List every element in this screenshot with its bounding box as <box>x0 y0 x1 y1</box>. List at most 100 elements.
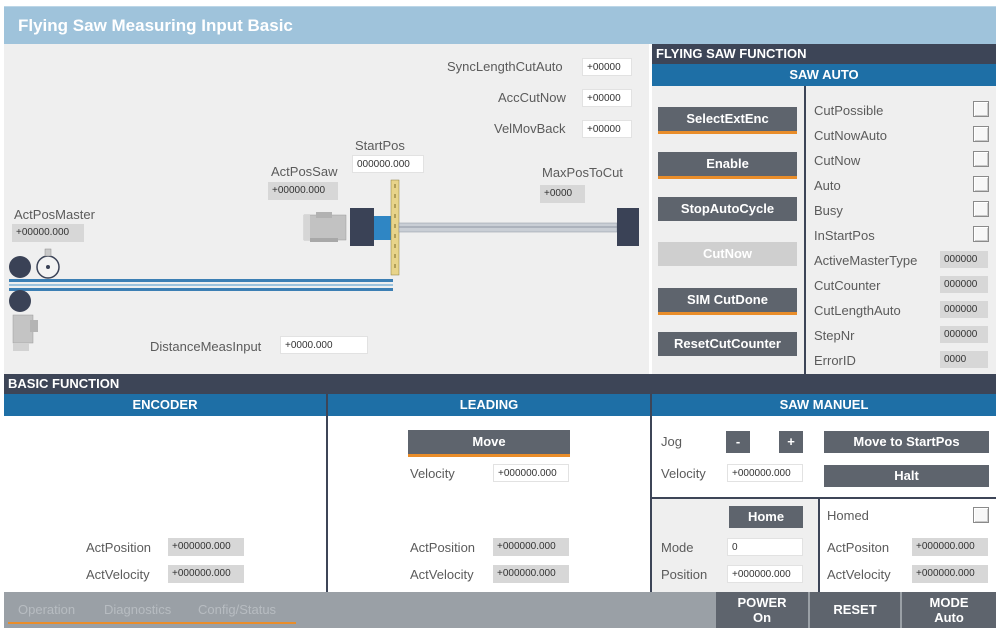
cut-now-auto-checkbox[interactable] <box>973 126 989 142</box>
roller-bottom-left <box>9 290 31 312</box>
leading-act-velocity-label: ActVelocity <box>410 567 474 582</box>
move-to-start-pos-button[interactable]: Move to StartPos <box>824 431 989 453</box>
mode-field[interactable]: 0 <box>727 538 803 556</box>
encoder-act-position-value: +000000.000 <box>168 538 244 556</box>
act-pos-saw-value: +00000.000 <box>268 182 338 200</box>
reset-cut-counter-button[interactable]: ResetCutCounter <box>658 332 797 356</box>
footer-tab-underline <box>8 622 296 624</box>
cut-length-auto-label: CutLengthAuto <box>814 303 901 318</box>
distance-field[interactable]: +0000.000 <box>280 336 368 354</box>
stop-auto-cycle-button[interactable]: StopAutoCycle <box>658 197 797 221</box>
enable-button[interactable]: Enable <box>658 152 797 179</box>
saw-auto-header: SAW AUTO <box>652 64 996 86</box>
status-label-cut-possible: CutPossible <box>814 103 884 118</box>
basic-function-header: BASIC FUNCTION <box>4 374 996 394</box>
auto-checkbox[interactable] <box>973 176 989 192</box>
saw-carriage <box>350 208 374 246</box>
title-bar: Flying Saw Measuring Input Basic <box>4 6 996 44</box>
manual-velocity-label: Velocity <box>661 466 706 481</box>
saw-rail <box>398 222 618 233</box>
jog-label: Jog <box>661 434 682 449</box>
conveyor-belt <box>9 279 393 282</box>
busy-checkbox[interactable] <box>973 201 989 217</box>
encoder-act-velocity-label: ActVelocity <box>86 567 150 582</box>
saw-motor <box>303 214 347 241</box>
manual-act-position-value: +000000.000 <box>912 538 988 556</box>
cut-possible-checkbox[interactable] <box>973 101 989 117</box>
leading-act-position-label: ActPosition <box>410 540 476 555</box>
reset-label: RESET <box>833 602 877 617</box>
power-button[interactable]: POWER On <box>716 592 808 628</box>
acc-cut-field[interactable]: +00000 <box>582 89 632 107</box>
home-button[interactable]: Home <box>729 506 803 528</box>
footer-tab-diagnostics[interactable]: Diagnostics <box>104 602 172 617</box>
max-pos-value: +0000 <box>540 185 585 203</box>
cut-counter-label: CutCounter <box>814 278 881 293</box>
cut-length-auto-value: 000000 <box>940 301 988 318</box>
status-label-auto: Auto <box>814 178 841 193</box>
step-nr-label: StepNr <box>814 328 855 343</box>
mode-button[interactable]: MODE Auto <box>902 592 996 628</box>
leading-header: LEADING <box>328 394 650 416</box>
mode-state: Auto <box>934 610 964 625</box>
saw-auto-buttons-panel <box>652 86 804 374</box>
status-label-busy: Busy <box>814 203 843 218</box>
manual-act-velocity-label: ActVelocity <box>827 567 891 582</box>
manual-velocity-field[interactable]: +000000.000 <box>727 464 803 482</box>
jog-plus-button[interactable]: + <box>779 431 803 453</box>
encoder-leading-divider <box>326 394 328 592</box>
status-label-cut-now-auto: CutNowAuto <box>814 128 887 143</box>
manual-act-velocity-value: +000000.000 <box>912 565 988 583</box>
leading-velocity-field[interactable]: +000000.000 <box>493 464 569 482</box>
act-pos-master-label: ActPosMaster <box>14 207 95 222</box>
jog-minus-button[interactable]: - <box>726 431 750 453</box>
act-pos-saw-label: ActPosSaw <box>271 164 338 179</box>
start-pos-field[interactable]: 000000.000 <box>352 155 424 173</box>
sim-cut-done-button[interactable]: SIM CutDone <box>658 288 797 315</box>
max-pos-label: MaxPosToCut <box>542 165 623 180</box>
move-button[interactable]: Move <box>408 430 570 457</box>
cut-now-checkbox[interactable] <box>973 151 989 167</box>
encoder-header: ENCODER <box>4 394 326 416</box>
select-ext-enc-button[interactable]: SelectExtEnc <box>658 107 797 134</box>
footer-tab-config-status[interactable]: Config/Status <box>198 602 277 617</box>
max-pos-stop <box>617 208 639 246</box>
homed-label: Homed <box>827 508 869 523</box>
footer-tab-operation[interactable]: Operation <box>18 602 76 617</box>
vel-mov-label: VelMovBack <box>494 121 566 136</box>
error-id-label: ErrorID <box>814 353 856 368</box>
error-id-value: 0000 <box>940 351 988 368</box>
saw-auto-divider <box>804 86 806 374</box>
halt-button[interactable]: Halt <box>824 465 989 487</box>
start-pos-label: StartPos <box>355 138 405 153</box>
in-start-pos-checkbox[interactable] <box>973 226 989 242</box>
encoder-act-velocity-value: +000000.000 <box>168 565 244 583</box>
distance-label: DistanceMeasInput <box>150 339 262 354</box>
leading-saw-divider <box>650 394 652 592</box>
leading-velocity-label: Velocity <box>410 466 455 481</box>
active-master-type-value: 000000 <box>940 251 988 268</box>
act-pos-master-value: +00000.000 <box>12 224 84 242</box>
status-label-cut-now: CutNow <box>814 153 861 168</box>
status-label-in-start-pos: InStartPos <box>814 228 875 243</box>
saw-manuel-vdivider <box>818 499 820 592</box>
position-field[interactable]: +000000.000 <box>727 565 803 583</box>
sync-length-field[interactable]: +00000 <box>582 58 632 76</box>
power-state: On <box>752 610 772 625</box>
diagram-panel <box>4 44 649 374</box>
acc-cut-label: AccCutNow <box>498 90 566 105</box>
mode-label-footer: MODE <box>929 595 969 610</box>
active-master-type-label: ActiveMasterType <box>814 253 918 268</box>
manual-act-position-label: ActPositon <box>827 540 890 555</box>
saw-manuel-hdivider <box>652 497 996 499</box>
mode-label: Mode <box>661 540 694 555</box>
roller-top-left <box>9 256 31 278</box>
encoder-act-position-label: ActPosition <box>86 540 152 555</box>
saw-manuel-header: SAW MANUEL <box>652 394 996 416</box>
position-label: Position <box>661 567 708 582</box>
cut-now-button[interactable]: CutNow <box>658 242 797 266</box>
vel-mov-field[interactable]: +00000 <box>582 120 632 138</box>
sync-length-label: SyncLengthCutAuto <box>447 59 563 74</box>
reset-button[interactable]: RESET <box>810 592 900 628</box>
homed-checkbox[interactable] <box>973 507 989 523</box>
